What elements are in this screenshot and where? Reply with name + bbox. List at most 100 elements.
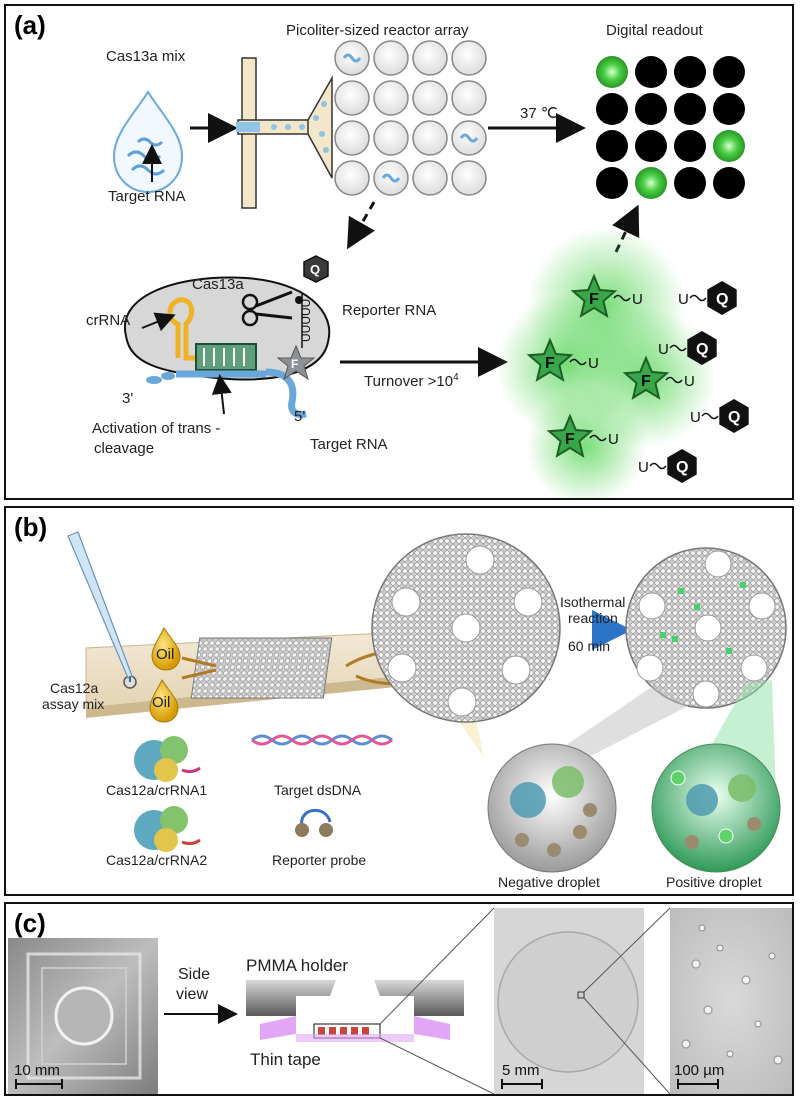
uracil-label: U	[690, 409, 701, 426]
reporter-rna-label: Reporter RNA	[342, 302, 437, 319]
cas13a-label: Cas13a	[192, 276, 244, 293]
activation-line1: Activation of trans -	[92, 420, 221, 437]
five-prime-label: 5'	[294, 408, 306, 425]
pmma-holder-cross-section	[246, 980, 464, 1042]
cas12a-crrna2-protein-icon	[134, 806, 201, 852]
cas12a-crrna1-protein-icon	[134, 736, 201, 782]
droplet-array-zoom-after	[625, 547, 787, 709]
reactor-well	[451, 160, 487, 196]
pmma-holder-label: PMMA holder	[246, 956, 349, 975]
quencher-letter: Q	[728, 409, 740, 426]
reactor-well	[451, 80, 487, 116]
reactor-well	[412, 80, 448, 116]
isothermal-line2: reaction	[568, 610, 618, 626]
zoom-line	[379, 907, 495, 1025]
linker-icon	[665, 376, 683, 384]
fluorophore-star-icon	[546, 413, 594, 458]
device-photo	[8, 938, 158, 1094]
uracil-label: U	[658, 341, 669, 358]
negative-droplet-illustration	[487, 743, 617, 873]
three-prime-label: 3'	[122, 390, 134, 407]
side-view-line1: Side	[178, 966, 211, 983]
readout-dot-negative	[674, 56, 706, 88]
turnover-text: Turnover >10	[364, 373, 454, 390]
panel-c-label: (c)	[14, 908, 46, 938]
turnover-label: Turnover >104	[364, 372, 459, 390]
positive-droplet-illustration	[651, 743, 781, 873]
rna-strand-icon	[130, 164, 166, 176]
quencher-hexagon-icon	[303, 255, 329, 283]
linker-icon	[613, 294, 631, 302]
duration-label: 60 min	[568, 638, 611, 654]
fluorophore-star-grey-icon	[276, 344, 316, 381]
droplets-micrograph	[670, 908, 792, 1094]
crrna-pointer	[141, 312, 176, 332]
panel-a: (a)	[4, 4, 794, 500]
uracil-label: U	[632, 291, 643, 308]
reactor-well	[373, 120, 409, 156]
reactor-array-title: Picoliter-sized reactor array	[286, 22, 469, 39]
fluorophore-star-icon	[526, 337, 574, 382]
scale-bar-10mm-label: 10 mm	[14, 1062, 60, 1079]
quencher-hexagon-icon	[687, 331, 717, 365]
fluorophore-letter: F	[641, 373, 651, 390]
rna-in-well-icon	[342, 53, 362, 63]
isothermal-line1: Isothermal	[560, 594, 626, 610]
quencher-hexagon-icon	[707, 281, 737, 315]
panel-b-diagram	[67, 531, 787, 873]
scissors-icon	[241, 290, 293, 327]
target-dsdna-helix-icon	[251, 734, 393, 746]
quencher-letter: Q	[310, 262, 320, 277]
uracil-label: U	[588, 355, 599, 372]
fluorescence-glow	[496, 226, 716, 498]
scale-bar-100um-label: 100 µm	[674, 1062, 725, 1079]
readout-dot-negative	[596, 93, 628, 125]
readout-dot-positive	[596, 56, 628, 88]
reporter-probe-icon	[295, 808, 333, 837]
quencher-hexagon-icon	[719, 399, 749, 433]
fluorophore-letter: F	[291, 357, 298, 371]
linker-icon	[569, 358, 587, 366]
readout-dot-negative	[635, 56, 667, 88]
readout-dot-negative	[596, 167, 628, 199]
readout-dot-negative	[674, 167, 706, 199]
digital-readout-grid	[596, 56, 745, 199]
linker-icon	[669, 344, 687, 352]
activation-pointer	[211, 374, 232, 415]
reactor-well	[412, 160, 448, 196]
negative-droplet-label: Negative droplet	[498, 874, 600, 890]
reactor-well	[412, 120, 448, 156]
reactor-well	[334, 80, 370, 116]
fluorophore-star-icon	[570, 273, 618, 318]
crrna-label: crRNA	[86, 312, 131, 329]
readout-dot-negative	[596, 130, 628, 162]
uracil-label: U	[684, 373, 695, 390]
fluorophore-letter: F	[565, 431, 575, 448]
reactor-well	[373, 80, 409, 116]
cas12a-crrna1-label: Cas12a/crRNA1	[106, 782, 208, 798]
zoom-line	[583, 997, 671, 1094]
uracil-label: U	[678, 291, 689, 308]
cas12a-crrna2-label: Cas12a/crRNA2	[106, 852, 208, 868]
quencher-letter: Q	[676, 459, 688, 476]
cas13a-mix-label: Cas13a mix	[106, 48, 186, 65]
dashed-arrow-down	[347, 201, 376, 250]
reactor-well	[373, 40, 409, 76]
quencher-letter: Q	[716, 291, 728, 308]
uracil-label: U	[608, 431, 619, 448]
rna-in-well-icon	[381, 173, 401, 183]
reactor-well	[412, 40, 448, 76]
zoom-line	[379, 1037, 495, 1094]
scale-bar-5mm-label: 5 mm	[502, 1062, 540, 1079]
oil-droplet-icon	[149, 679, 179, 723]
readout-dot-positive	[635, 167, 667, 199]
droplet-array-zoom-before	[371, 533, 561, 723]
panel-c-diagram	[8, 907, 792, 1094]
panel-b: (b)	[4, 506, 794, 896]
positive-droplet-label: Positive droplet	[666, 874, 762, 890]
reactor-well	[334, 120, 370, 156]
readout-dot-negative	[674, 93, 706, 125]
oil-label-2: Oil	[152, 694, 171, 711]
assay-mix-line2: assay mix	[42, 696, 105, 712]
uracil-label: U	[638, 459, 649, 476]
